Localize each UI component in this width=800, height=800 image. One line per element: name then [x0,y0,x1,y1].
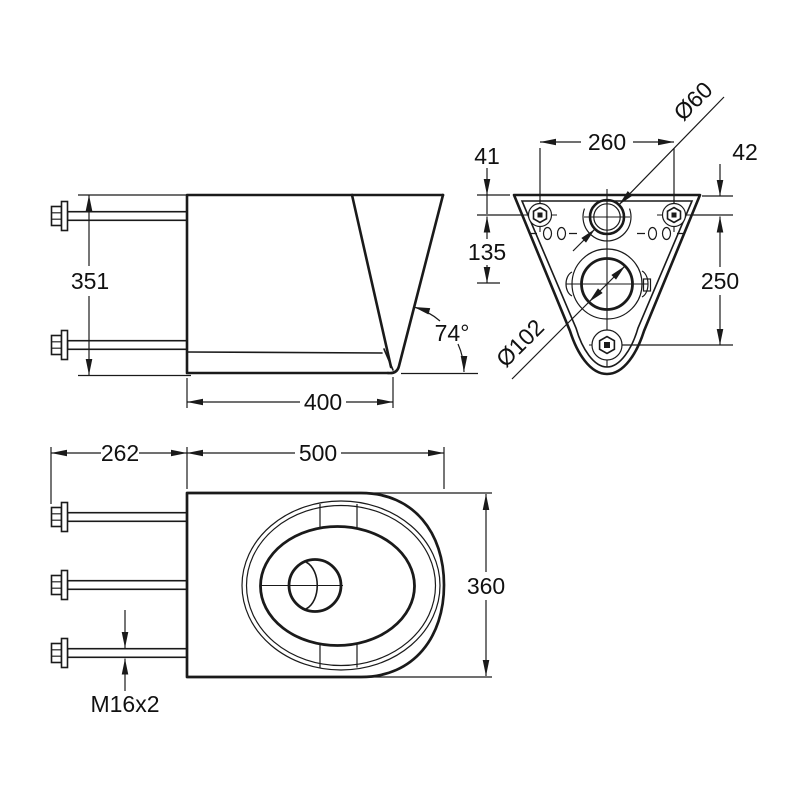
plan-bolt-lower [50,637,188,669]
plan-bolt-middle [50,569,188,601]
plan-body-outline [185,491,446,679]
body-width-dim-label: 360 [467,573,505,599]
dim-side-depth: 400 [186,377,394,415]
bolt-length-dim-label: 262 [101,440,139,466]
side-depth-dim-label: 400 [304,389,342,415]
dim-side-height: 351 [71,194,191,377]
rear-bolt-bottom [589,329,626,361]
water-inlet [582,198,632,242]
bolt-thread-dim-label: M16x2 [90,691,159,717]
rear-bolt-right [657,199,691,232]
rear-bolt-left [523,199,557,232]
dim-bolt-thread: M16x2 [90,610,160,717]
dim-top-offset-left: 41 [474,143,523,233]
plan-bolt-upper [50,501,188,533]
outlet-right-tab [642,278,652,292]
dim-body-width: 360 [366,492,505,678]
side-cone-front-edge [386,193,445,375]
side-body-outline [185,193,445,375]
bolt-recess [604,342,610,348]
top-offset-right-dim-label: 42 [732,139,758,165]
side-base-inner-line [186,351,383,354]
bolt-recess [671,212,677,218]
dim-inlet-to-outlet: 135 [468,229,506,284]
leader-line [618,96,725,206]
top-offset-left-dim-label: 41 [474,143,500,169]
inlet-to-outlet-dim-label: 135 [468,239,506,265]
dim-top-offset-right: 42 [693,139,758,233]
slot-hole [647,226,658,241]
dim-bolt-spacing: 260 [539,129,675,203]
side-cone-back-edge [350,193,393,369]
leader-line [511,300,591,380]
top-to-bottom-bolt-dim-label: 250 [701,268,739,294]
rim-outer-edge-inner [245,504,437,667]
angle-arc [413,306,441,322]
rim-outer-edge [241,500,441,671]
diameter-arrow [588,283,608,303]
inlet-diameter-label: Ø60 [668,76,717,125]
rear-view: Ø60 Ø102 [468,76,758,380]
dim-body-depth: 500 [187,440,445,489]
bowl-rim-inner-edge [259,525,416,647]
bolt-spacing-dim-label: 260 [588,129,626,155]
dim-bowl-angle: 74° [401,306,478,375]
bolt-recess [537,212,543,218]
inlet-pocket-arc [582,208,632,242]
dim-outlet-diameter: Ø102 [491,265,626,380]
side-bolt-upper [50,200,188,232]
side-view: 351 400 74° [50,193,478,415]
seat-fixing-slots [529,226,685,241]
side-bolt-lower [50,329,188,361]
side-height-dim-label: 351 [71,268,109,294]
leader-line [572,228,596,252]
slot-hole [661,226,672,241]
dim-top-to-bottom-bolt: 250 [622,230,739,346]
rim-pads [319,504,358,668]
plan-view: 262 500 360 M16x2 [50,440,505,717]
slot-hole [542,226,553,241]
bowl-angle-dim-label: 74° [435,320,470,346]
diameter-arrow [606,265,626,285]
body-depth-dim-label: 500 [299,440,337,466]
slot-hole [556,226,567,241]
waste-outlet [565,248,652,320]
side-cone-wall-line [383,348,394,371]
angle-arc [457,343,468,373]
outlet-diameter-label: Ø102 [491,314,549,372]
dim-bolt-length: 262 [50,440,188,504]
rear-plate-outline [512,193,702,376]
